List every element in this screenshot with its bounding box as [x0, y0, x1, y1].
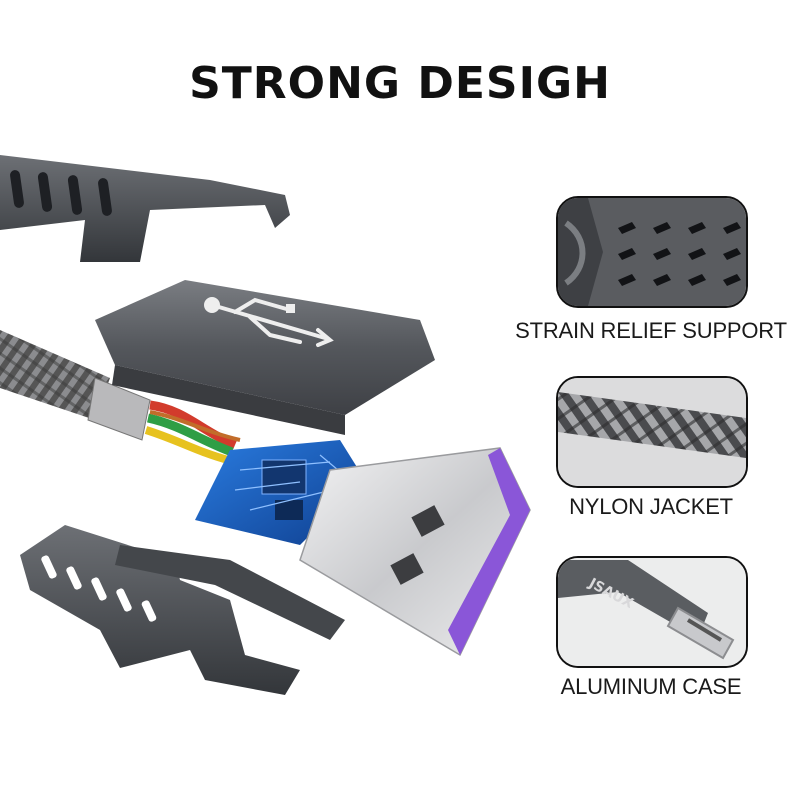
- cable-shield: [87, 377, 151, 441]
- braided-cable-icon: [558, 378, 746, 486]
- feature-thumb-nylon-jacket: [556, 376, 748, 488]
- strain-relief-top: [0, 155, 290, 262]
- feature-thumb-aluminum-case: JSAUX: [556, 556, 748, 668]
- braided-cable: [0, 330, 110, 420]
- feature-label-aluminum-case: ALUMINUM CASE: [560, 674, 742, 699]
- feature-thumb-strain-relief: [556, 196, 748, 308]
- feature-label-nylon-jacket: NYLON JACKET: [569, 494, 733, 519]
- page-title: STRONG DESIGH: [189, 58, 611, 109]
- feature-label-strain-relief: STRAIN RELIEF SUPPORT: [515, 318, 787, 343]
- usb-c-connector-icon: JSAUX: [558, 558, 746, 666]
- inner-wires: [144, 400, 241, 464]
- metal-shell-top: [95, 280, 435, 435]
- strain-relief-bottom: [20, 525, 345, 695]
- strain-relief-icon: [558, 198, 746, 306]
- usb-a-connector: [299, 447, 531, 657]
- usb-symbol-icon: [204, 297, 334, 347]
